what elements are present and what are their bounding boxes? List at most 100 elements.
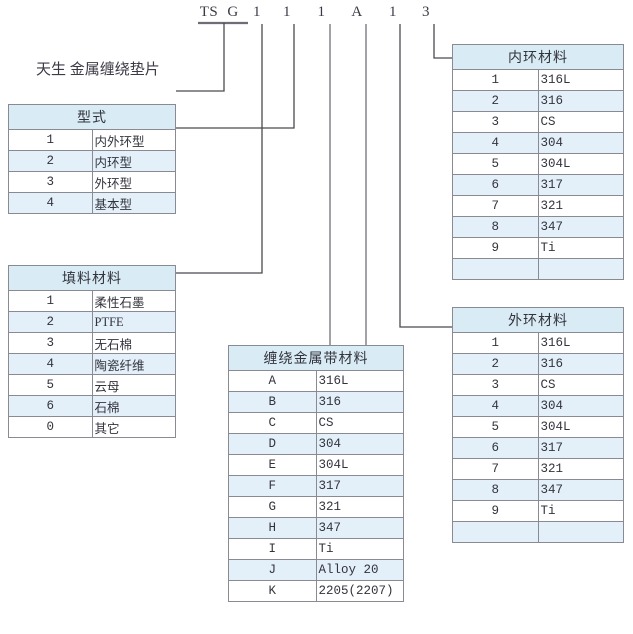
row-key: 8 [452,216,539,238]
row-key: 3 [8,332,93,354]
row-value: Ti [537,237,624,259]
row-key: E [228,454,317,476]
row-key: B [228,391,317,413]
table-filler-title: 填料材料 [8,265,176,291]
table-row-blank [452,521,624,543]
row-key: 3 [8,171,93,193]
row-key: J [228,559,317,581]
row-key: 7 [452,195,539,217]
row-value: 内环型 [91,150,176,172]
row-value: Ti [537,500,624,522]
table-inner-ring-title: 内环材料 [452,44,624,70]
row-key: 4 [452,132,539,154]
row-key: A [228,370,317,392]
row-value: Ti [315,538,404,560]
row-value: 柔性石墨 [91,290,176,312]
row-key: 9 [452,500,539,522]
row-value: 347 [315,517,404,539]
row-key: 4 [8,192,93,214]
row-value: Alloy 20 [315,559,404,581]
row-key: 2 [452,353,539,375]
row-value: 2205(2207) [315,580,404,602]
row-key: 3 [452,374,539,396]
row-value: 基本型 [91,192,176,214]
row-key: 2 [8,150,93,172]
row-value [537,258,624,280]
row-value: 304 [315,433,404,455]
row-key: F [228,475,317,497]
code-segment-5: A [351,4,363,20]
row-value: 321 [537,195,624,217]
row-key: H [228,517,317,539]
row-key: I [228,538,317,560]
row-value: 316 [315,391,404,413]
row-value: 317 [537,174,624,196]
row-value [537,521,624,543]
code-segment-4: 1 [317,4,326,20]
row-key: 8 [452,479,539,501]
row-key: D [228,433,317,455]
row-value: 其它 [91,416,176,438]
table-type-title: 型式 [8,104,176,130]
row-value: 321 [537,458,624,480]
row-value: 外环型 [91,171,176,193]
row-value: 304L [537,153,624,175]
row-key: C [228,412,317,434]
row-value: 云母 [91,374,176,396]
row-value: 316 [537,90,624,112]
row-value: 317 [315,475,404,497]
row-value: 304 [537,132,624,154]
row-key: 2 [452,90,539,112]
row-key: 6 [452,437,539,459]
row-key: 7 [452,458,539,480]
row-key: 4 [452,395,539,417]
row-key [452,521,539,543]
row-key: 2 [8,311,93,333]
row-key: 5 [452,153,539,175]
row-key: 5 [452,416,539,438]
row-value: CS [537,111,624,133]
row-key: 6 [8,395,93,417]
row-value: 316L [315,370,404,392]
row-value: 321 [315,496,404,518]
code-segment-6: 1 [389,4,397,20]
row-key: 0 [8,416,93,438]
row-value: 316L [537,332,624,354]
